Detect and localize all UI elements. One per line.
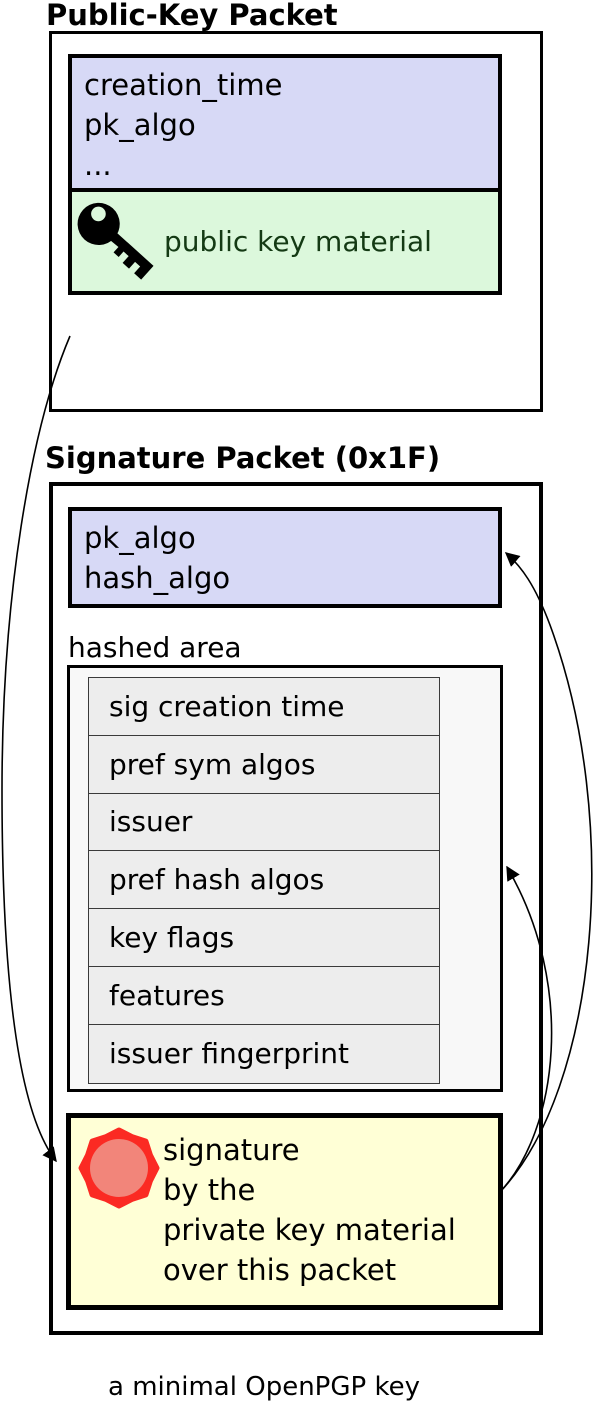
field-sig-pk-algo: pk_algo — [84, 521, 196, 555]
subpacket-row-sig-creation-time: sig creation time — [89, 678, 439, 736]
subpacket-row-key-flags: key flags — [89, 909, 439, 967]
subpacket-row-issuer: issuer — [89, 793, 439, 852]
signature-packet-title: Signature Packet (0x1F) — [45, 441, 441, 475]
subpacket-row-features: features — [89, 966, 439, 1025]
hashed-area-label: hashed area — [68, 631, 242, 664]
subpacket-row-issuer-fingerprint: issuer fingerprint — [89, 1024, 439, 1083]
public-key-header-fields: creation_time pk_algo ... — [72, 58, 498, 192]
public-key-packet-title: Public-Key Packet — [46, 0, 338, 32]
signature-line-3: private key material — [163, 1213, 456, 1247]
signature-line-1: signature — [163, 1133, 300, 1167]
signature-text: signature by the private key material ov… — [163, 1130, 456, 1290]
diagram-caption: a minimal OpenPGP key — [108, 1372, 420, 1402]
subpacket-row-pref-sym-algos: pref sym algos — [89, 735, 439, 794]
field-ellipsis: ... — [84, 148, 112, 182]
public-key-material-section: public key material — [72, 192, 498, 291]
field-pk-algo: pk_algo — [84, 108, 196, 142]
key-icon — [77, 202, 154, 280]
public-key-packet-contents: creation_time pk_algo ... public key mat… — [68, 54, 502, 295]
public-key-material-label: public key material — [164, 225, 432, 258]
subpacket-row-pref-hash-algos: pref hash algos — [89, 851, 439, 910]
field-creation-time: creation_time — [84, 68, 283, 102]
seal-icon — [78, 1127, 160, 1209]
subpacket-table: sig creation time pref sym algos issuer … — [88, 677, 440, 1084]
signature-line-2: by the — [163, 1173, 256, 1207]
signature-header-box: pk_algo hash_algo — [68, 507, 502, 608]
field-sig-hash-algo: hash_algo — [84, 561, 231, 595]
signature-line-4: over this packet — [163, 1253, 397, 1287]
